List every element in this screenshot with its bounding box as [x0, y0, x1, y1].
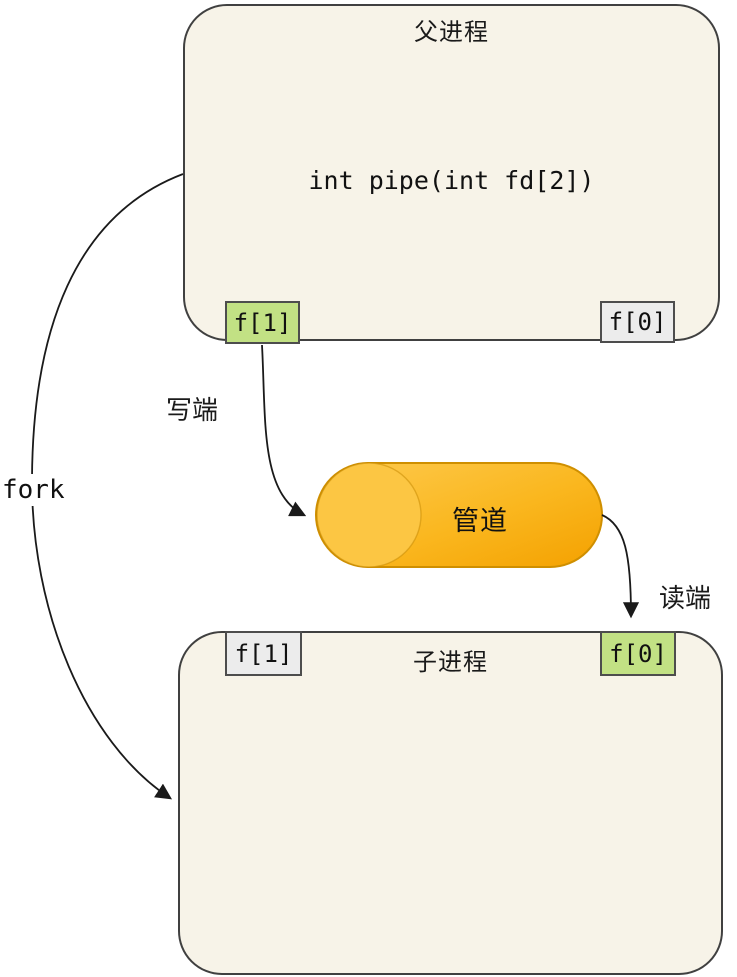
parent-read-fd-tag: f[0]	[600, 301, 675, 343]
pipe-function-signature: int pipe(int fd[2])	[308, 166, 595, 195]
parent-process-title: 父进程	[414, 19, 489, 46]
fork-label: fork	[0, 474, 67, 506]
write-end-arrow	[261, 344, 307, 517]
parent-process-box	[183, 4, 720, 341]
parent-write-fd-tag: f[1]	[225, 301, 300, 344]
pipe-label: 管道	[452, 506, 508, 536]
read-end-label: 读端	[659, 583, 712, 613]
child-process-title: 子进程	[413, 649, 488, 676]
child-process-box	[178, 631, 723, 975]
read-end-arrow	[601, 514, 640, 619]
write-end-label: 写端	[166, 395, 219, 425]
child-write-fd-tag: f[1]	[225, 631, 302, 676]
child-read-fd-tag: f[0]	[600, 631, 676, 676]
